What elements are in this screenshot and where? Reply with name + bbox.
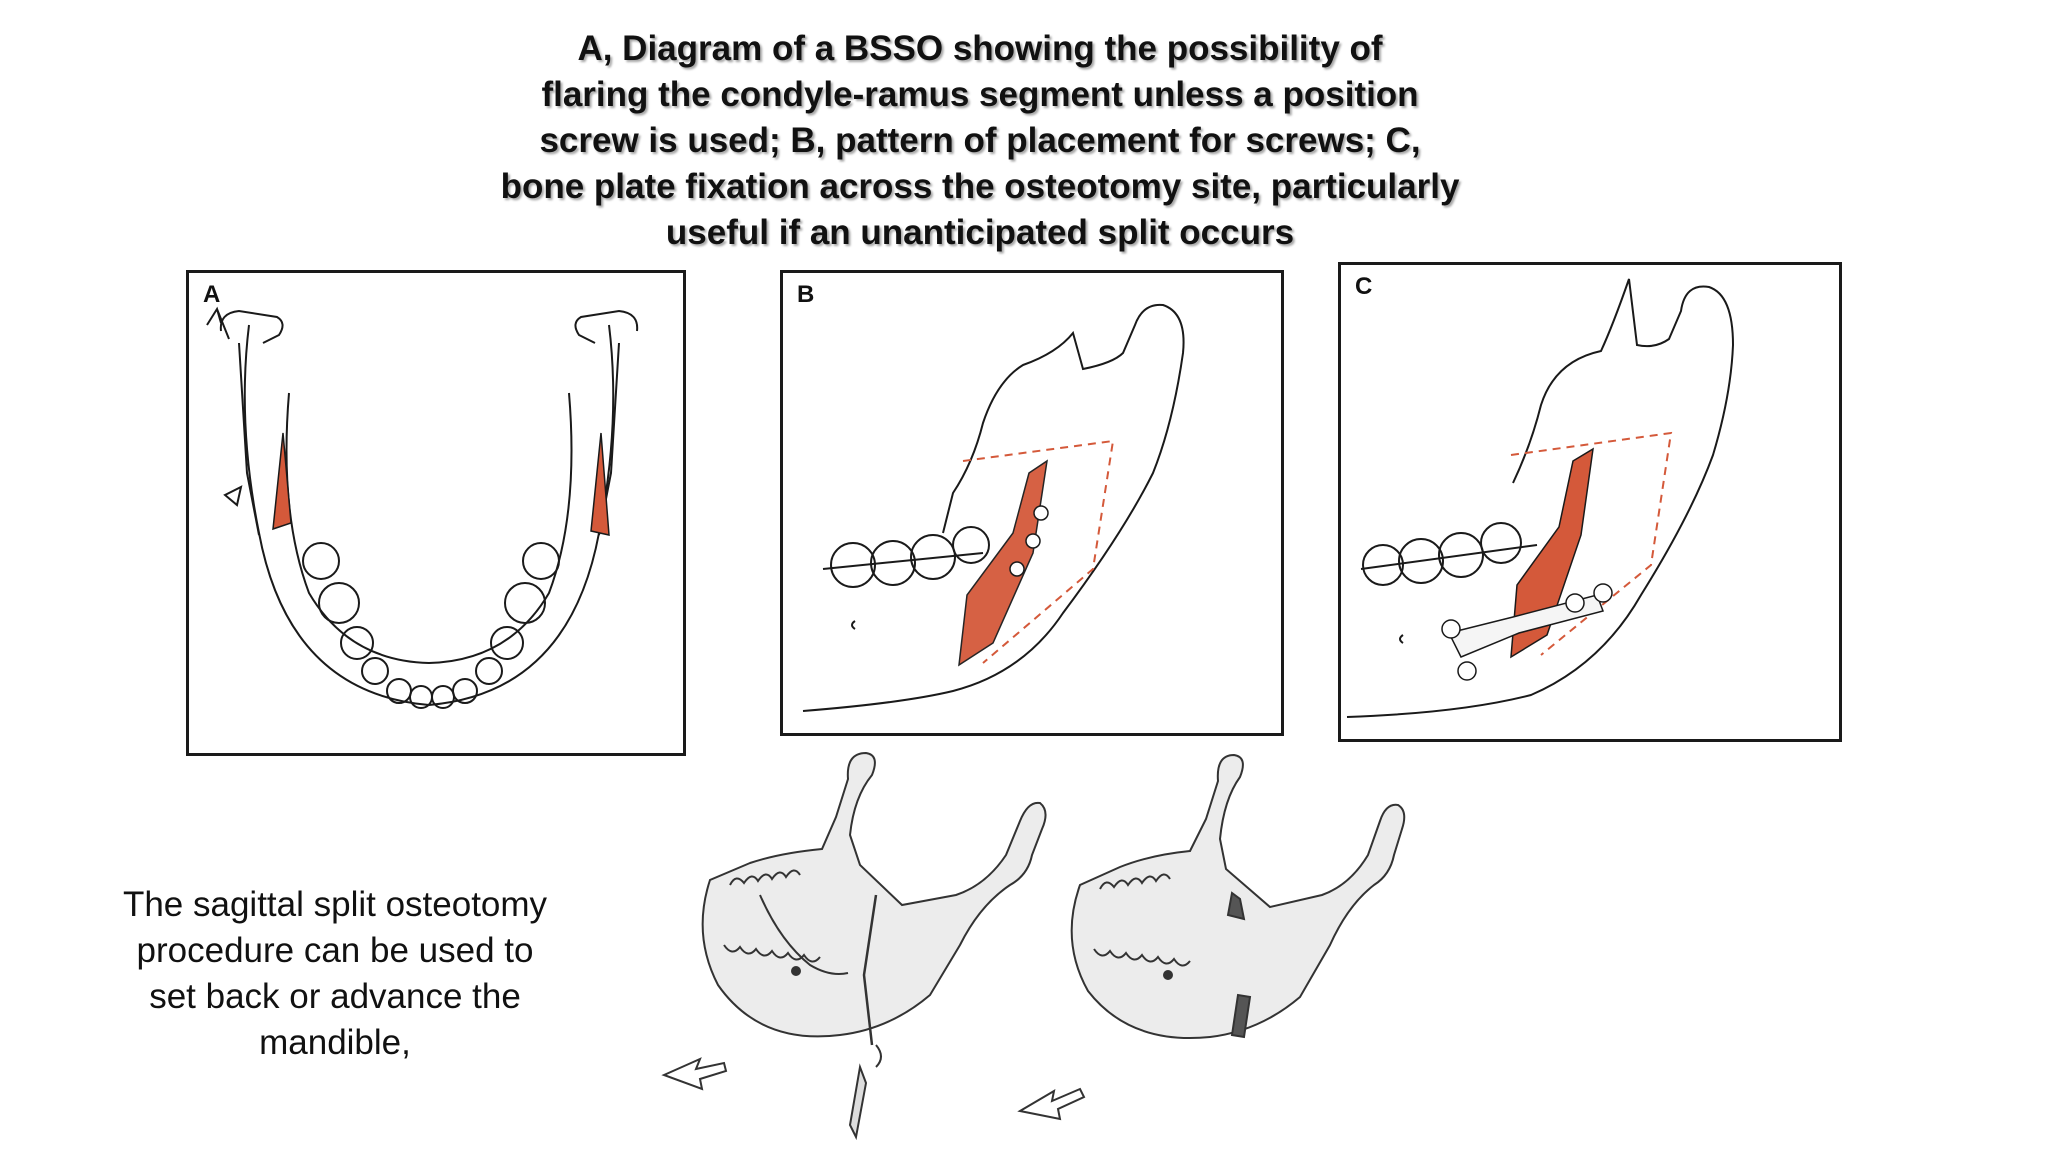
title-line: bone plate fixation across the osteotomy… <box>500 167 1460 206</box>
mandible-3d-right <box>1070 753 1406 1039</box>
caption-line: set back or advance the <box>149 977 521 1016</box>
slide-title: A, Diagram of a BSSO showing the possibi… <box>400 26 1560 256</box>
arrow-advance-icon <box>661 1057 728 1091</box>
caption-line: The sagittal split osteotomy <box>122 885 548 924</box>
title-line: A, Diagram of a BSSO showing the possibi… <box>577 29 1383 68</box>
panel-b-label: B <box>797 281 815 308</box>
rotation-arrow-icon <box>875 1044 882 1068</box>
caption-line: mandible, <box>259 1023 411 1062</box>
arrow-setback-icon <box>1017 1087 1086 1121</box>
bone-fragment <box>848 1063 868 1141</box>
panel-a-label: A <box>203 281 221 308</box>
mandible-top-view-illustration <box>206 306 639 709</box>
title-line: flaring the condyle-ramus segment unless… <box>541 75 1419 114</box>
caption-line: procedure can be used to <box>136 931 534 970</box>
mandible-3d-illustrations <box>661 751 1406 1141</box>
body-text: The sagittal split osteotomy procedure c… <box>80 882 590 1066</box>
mandible-bone-plate-illustration <box>1346 278 1735 718</box>
title-line: screw is used; B, pattern of placement f… <box>539 121 1421 160</box>
mandible-3d-left <box>701 751 1047 1046</box>
mandible-3d-right-teeth <box>1093 873 1191 967</box>
title-line: useful if an unanticipated split occurs <box>665 213 1295 252</box>
panel-c-label: C <box>1355 273 1373 300</box>
mandible-3d-left-teeth <box>723 869 821 963</box>
panel-b: B <box>780 270 1284 736</box>
panel-c: C <box>1338 262 1842 742</box>
panel-a: A <box>186 270 686 756</box>
mandible-screw-placement-illustration <box>802 303 1185 712</box>
